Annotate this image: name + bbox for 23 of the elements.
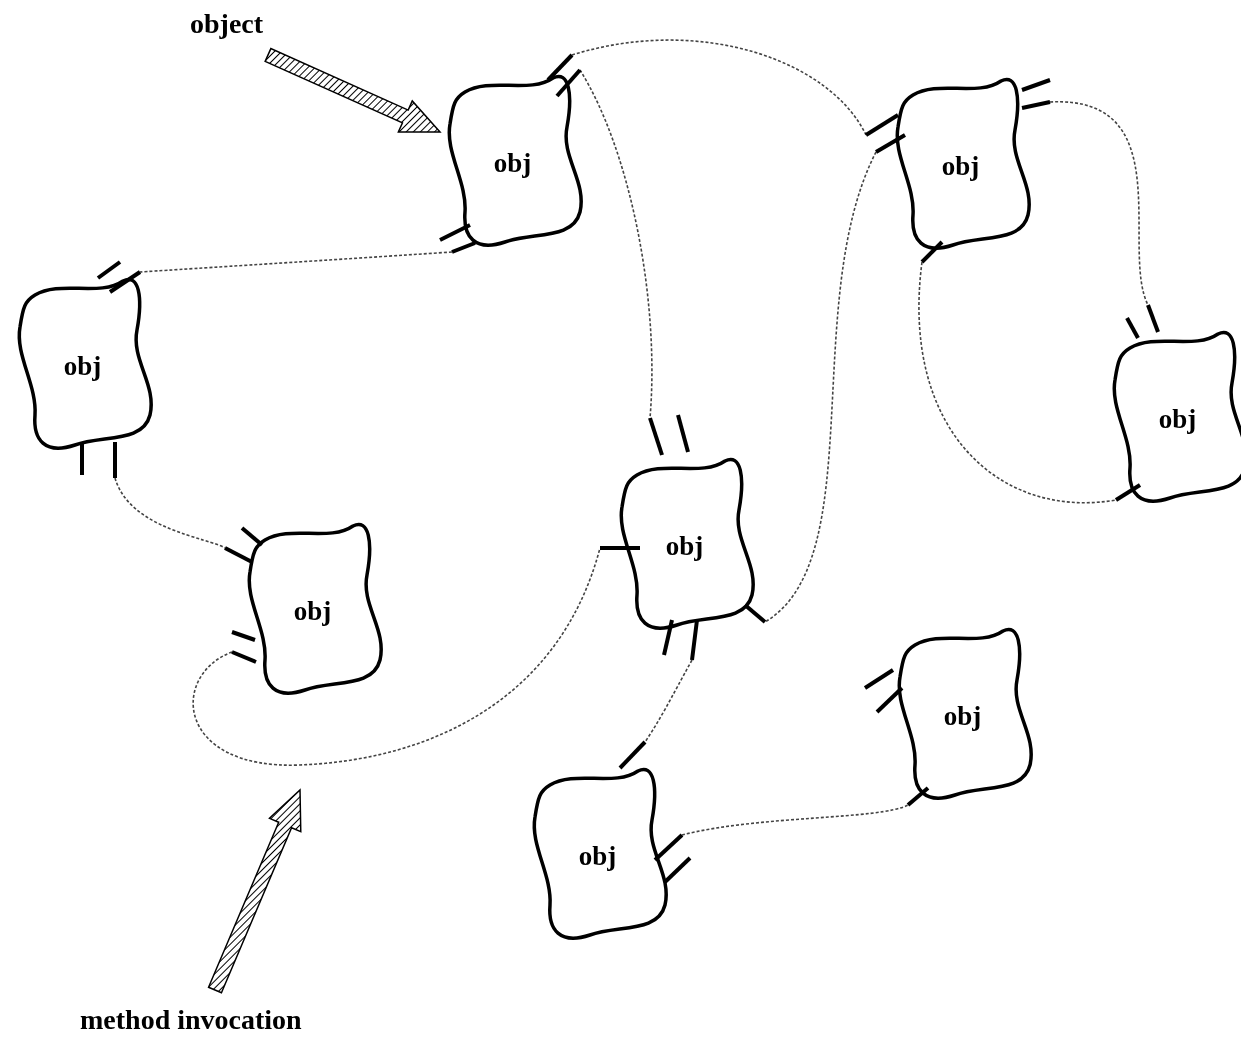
node-label: obj (941, 153, 980, 180)
connection-line (681, 804, 909, 836)
object-node (598, 413, 767, 662)
node-label: obj (1158, 406, 1197, 433)
connection-line (1049, 101, 1149, 306)
callout-text: method invocation (80, 1003, 302, 1037)
node-label: obj (493, 150, 532, 177)
connection-line (114, 477, 226, 549)
callout-text: object (190, 7, 264, 41)
connection-line (139, 251, 453, 273)
node-label: obj (943, 703, 982, 730)
node-label: obj (578, 843, 617, 870)
connection-line (918, 261, 1117, 504)
node-label: obj (293, 598, 332, 625)
connection-line (644, 659, 693, 743)
hatched-arrow (264, 47, 442, 133)
connection-line (764, 151, 877, 623)
connection-line (579, 69, 653, 419)
connection-line (192, 547, 601, 766)
hatched-arrow (207, 788, 302, 994)
connection-line (571, 39, 867, 136)
node-label: obj (63, 353, 102, 380)
node-label: obj (665, 533, 704, 560)
